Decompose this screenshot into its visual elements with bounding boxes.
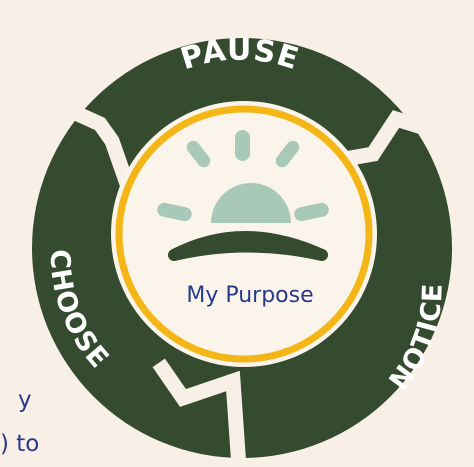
cutoff-text-line-1: y: [18, 387, 32, 413]
purpose-arc-icon: [168, 231, 328, 261]
arrow-separator-top-left: [48, 95, 136, 191]
cutoff-text-line-2: ) to: [0, 431, 40, 457]
arrow-separator-top-right: [347, 110, 451, 166]
rising-sun-icon: [157, 130, 329, 223]
center-label: My Purpose: [186, 283, 313, 308]
gold-ring: [115, 105, 373, 363]
arrow-separator-bottom-left: [152, 358, 247, 462]
